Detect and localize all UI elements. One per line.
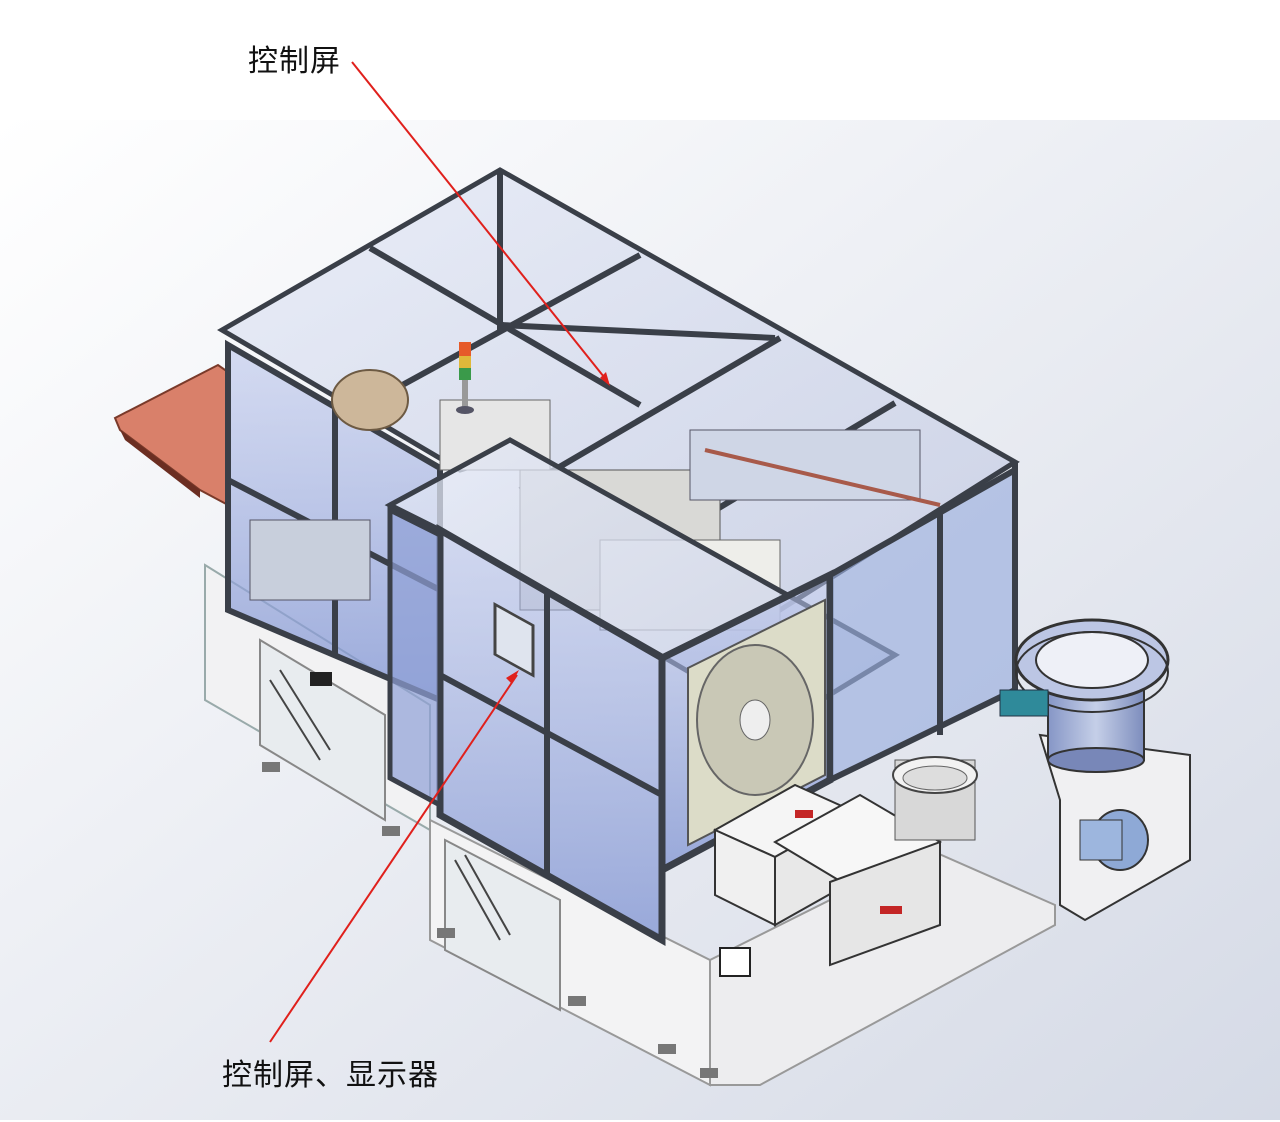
annotation-arrows bbox=[269, 61, 610, 1043]
arrowhead-bottom bbox=[506, 670, 519, 684]
left-cabinet-handle bbox=[310, 672, 332, 686]
annotation-line-bottom bbox=[269, 674, 518, 1043]
arrowhead-top bbox=[600, 372, 610, 386]
leveling-feet bbox=[262, 762, 718, 1078]
rotary-table bbox=[687, 598, 826, 847]
vibratory-bowl-feeder bbox=[999, 618, 1191, 922]
small-vibratory-bowl bbox=[892, 756, 978, 841]
label-control-screen-display: 控制屏、显示器 bbox=[222, 1058, 439, 1093]
control-screen bbox=[493, 602, 535, 678]
front-cabinet-label bbox=[719, 947, 751, 977]
annotation-line-top bbox=[351, 61, 609, 383]
tower-light bbox=[456, 342, 474, 414]
label-control-screen: 控制屏 bbox=[248, 44, 341, 79]
drawer-boxes bbox=[712, 783, 943, 967]
left-glass-extension bbox=[387, 505, 443, 810]
